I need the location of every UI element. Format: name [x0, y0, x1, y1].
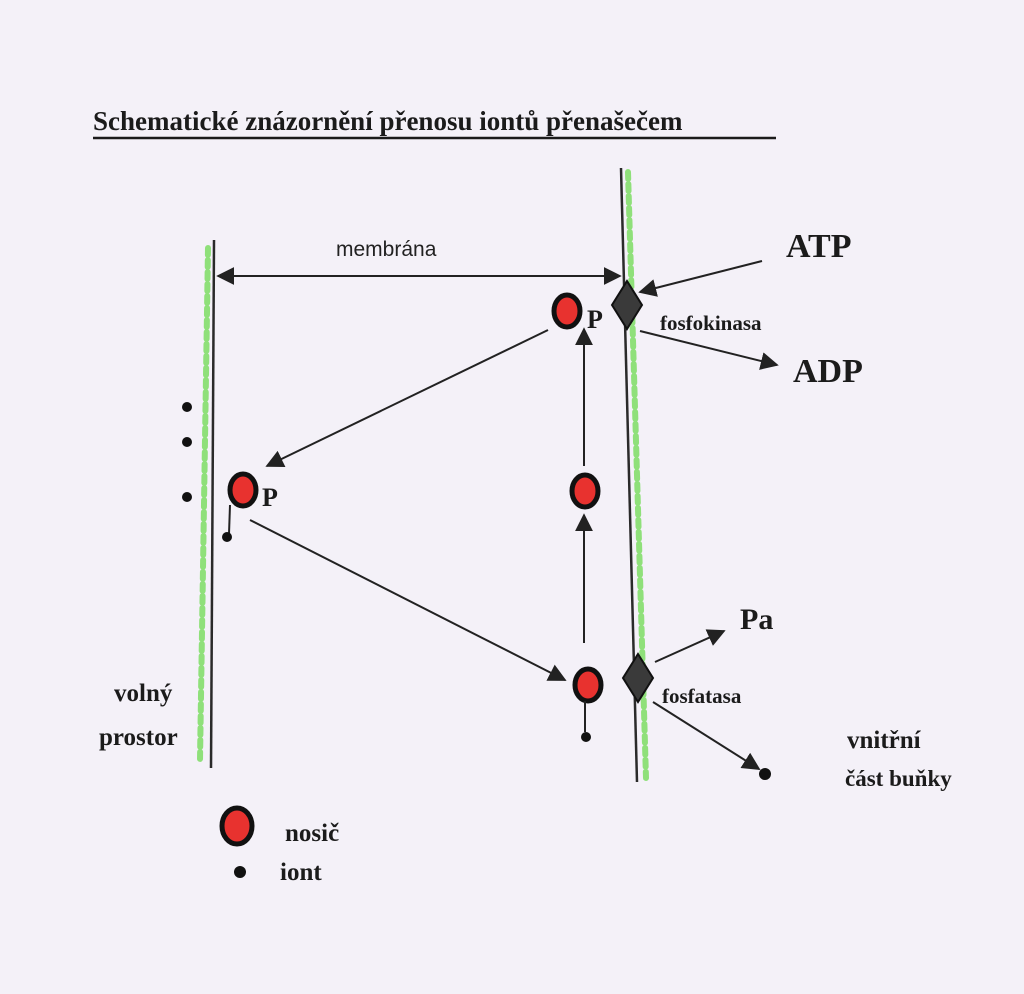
phosphate-label-left: P [262, 483, 278, 512]
free-ion-3 [182, 492, 192, 502]
arrow-top-to-left [265, 329, 549, 468]
legend-carrier-label: nosič [285, 820, 339, 847]
inner-cell-label-line1: vnitřní [847, 727, 922, 754]
phosphate-label-top: P [587, 305, 603, 334]
pa-label: Pa [740, 603, 773, 636]
fosfokinasa-diamond [610, 279, 644, 331]
legend-carrier-symbol [219, 805, 255, 847]
free-ion-2 [182, 437, 192, 447]
free-ion-1 [182, 402, 192, 412]
diagram-title: Schematické znázornění přenosu iontů pře… [93, 106, 683, 136]
adp-arrow [639, 330, 779, 370]
carrier-bottom [572, 666, 604, 742]
left-membrane [197, 239, 216, 769]
membrane-label: membrána [336, 238, 437, 261]
bound-ion-bottom [581, 732, 591, 742]
bound-ion-left [222, 532, 232, 542]
adp-label: ADP [793, 353, 863, 390]
atp-arrow [638, 260, 763, 297]
fosfatasa-diamond [621, 652, 655, 704]
carrier-phosphorylated-top: P [551, 292, 603, 334]
fosfatasa-label: fosfatasa [662, 684, 742, 708]
carrier-phosphorylated-left: P [222, 471, 278, 542]
carrier-middle [569, 472, 601, 510]
released-ion-arrow [652, 701, 761, 770]
pa-arrow [654, 629, 726, 663]
legend-ion-label: iont [280, 859, 322, 886]
free-space-label-line1: volný [114, 680, 173, 707]
legend: nosič iont [219, 805, 339, 886]
arrow-left-to-bottom [249, 519, 567, 681]
free-space-label-line2: prostor [99, 724, 178, 751]
inner-cell-label-line2: část buňky [845, 766, 952, 791]
released-ion [759, 768, 771, 780]
fosfokinasa-label: fosfokinasa [660, 311, 762, 335]
legend-ion-symbol [234, 866, 246, 878]
atp-label: ATP [786, 228, 851, 265]
